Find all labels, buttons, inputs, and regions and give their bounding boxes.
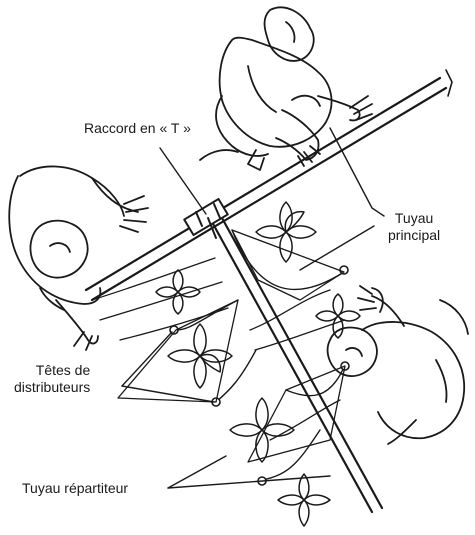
- emitter-heads-label-line1: Têtes de: [14, 362, 90, 379]
- person-top: [200, 7, 372, 170]
- distribution-pipe-label: Tuyau répartiteur: [20, 480, 130, 497]
- distribution-leader-lower: [168, 476, 330, 488]
- tee-fitting-label: Raccord en « T »: [82, 120, 193, 137]
- ground-furrows: [92, 258, 345, 440]
- emitter-heads-label-line2: distributeurs: [14, 379, 90, 396]
- main-pipe: [86, 70, 452, 300]
- person-left: [9, 166, 148, 350]
- main-pipe-label: Tuyau principal: [386, 210, 442, 244]
- emitter-heads-label: Têtes de distributeurs: [12, 362, 92, 396]
- leader-lines: [122, 128, 384, 488]
- main-pipe-label-line2: principal: [388, 227, 440, 244]
- distribution-pipe-label-text: Tuyau répartiteur: [22, 480, 128, 497]
- tee-leader: [160, 148, 206, 214]
- heads-leader-upper: [122, 332, 172, 386]
- tee-fitting-label-text: Raccord en « T »: [84, 120, 191, 137]
- distribution-pipe: [212, 218, 382, 512]
- distribution-leader-upper: [168, 456, 226, 488]
- main-pipe-leader-lower: [300, 226, 374, 270]
- main-pipe-label-line1: Tuyau: [388, 210, 440, 227]
